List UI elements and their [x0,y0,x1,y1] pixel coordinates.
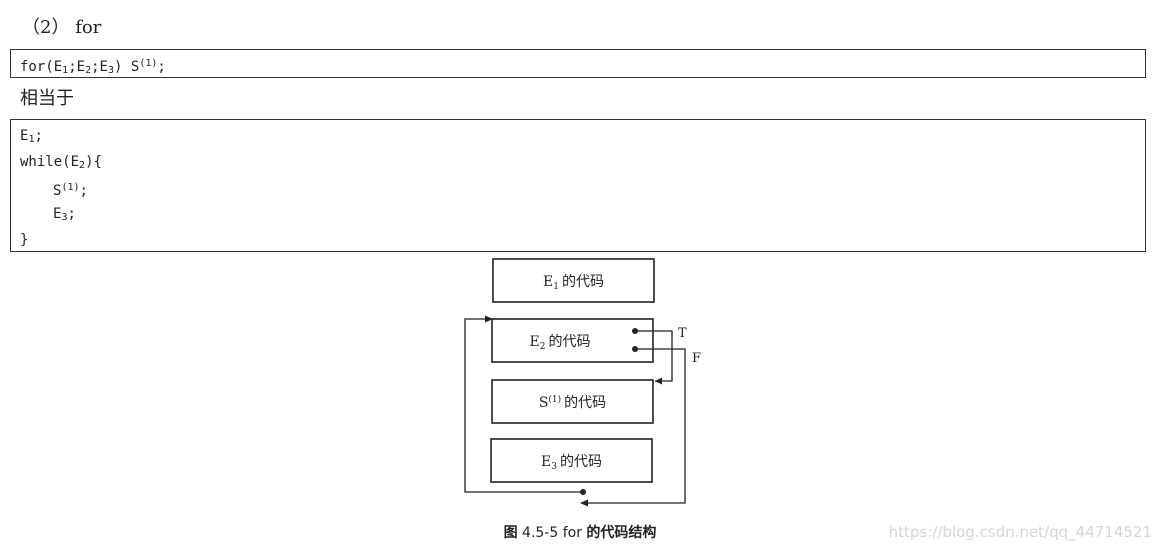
sep1: ; [68,59,77,75]
line1-subscript: 1 [28,134,35,145]
while-keyword: while [20,154,63,170]
e3-code-box [490,438,653,483]
line1-end: ; [34,128,43,144]
false-branch-arrowhead [580,499,588,507]
while-equivalent-code-box: E1; while(E2){ S(1); E3; } [10,119,1146,252]
s1-code-box [491,379,654,424]
caption-suffix: 的代码结构 [586,525,657,541]
s-superscript: (1) [139,58,158,69]
true-branch-dot [632,328,638,334]
line3-superscript: (1) [61,182,80,193]
false-branch-dot [632,346,638,352]
for-open-paren: ( [45,59,54,75]
line4-subscript: 3 [61,212,68,223]
false-branch-label: F [692,351,701,366]
for-close-paren: ) [114,59,123,75]
false-branch-line [582,348,686,504]
e3-subscript: 3 [107,65,115,76]
line3-base: S [53,183,62,199]
true-branch-arrowhead [655,377,662,385]
line2-base: E [70,154,80,170]
for-end: ; [157,59,166,75]
figure-caption: 图 4.5-5 for 的代码结构 [0,522,1160,544]
e2-subscript: 2 [85,65,92,76]
e2-base: E [76,59,86,75]
caption-prefix: 图 [503,525,518,541]
e1-code-box [492,258,655,303]
true-branch-label: T [678,326,687,341]
code-line-3: S(1); [20,175,1136,201]
e1-subscript: 1 [62,65,69,76]
line3-end: ; [79,183,88,199]
while-open-paren: ( [62,154,71,170]
for-keyword: for [20,59,46,75]
line4-base: E [53,206,62,222]
loop-back-line [464,318,583,493]
code-line-4: E3; [20,201,1136,227]
watermark-url: https://blog.csdn.net/qq_44714521 [888,523,1152,541]
code-line-5: } [20,232,29,248]
line1-base: E [20,128,29,144]
line4-end: ; [67,206,76,222]
s1-code-box-label: S(1)的代码 [539,394,606,411]
loop-back-arrowhead [485,315,493,323]
sep2: ; [91,59,100,75]
e3-exit-dot [580,489,586,495]
for-statement-code-box: for(E1;E2;E3) S(1); [10,49,1146,78]
section-number: （2） [22,17,70,38]
caption-number: 4.5-5 for [522,525,582,541]
code-line-2: while(E2){ [20,149,1136,175]
code-line-1: E1; [20,123,1136,149]
section-heading: （2） for [22,14,101,42]
equivalent-label: 相当于 [20,88,74,109]
s-base: S [130,59,140,75]
e1-base: E [53,59,63,75]
section-keyword: for [75,17,102,38]
true-branch-line [635,330,673,382]
e3-base: E [99,59,108,75]
e2-code-box [491,318,654,363]
while-close: ){ [85,154,102,170]
line2-subscript: 2 [79,160,86,171]
